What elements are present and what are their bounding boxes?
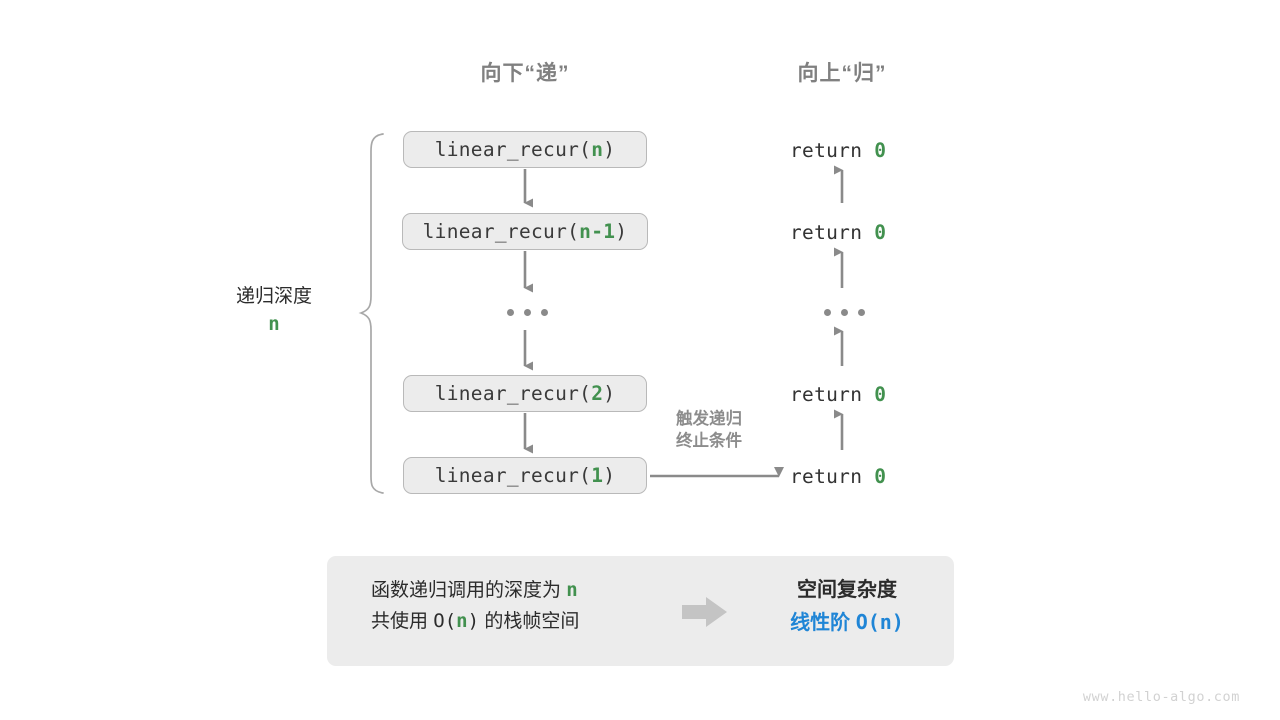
call-frame-suffix: ) bbox=[603, 138, 616, 161]
call-frame-box[interactable]: linear_recur(n-1) bbox=[402, 213, 648, 250]
return-statement: return 0 bbox=[790, 221, 886, 244]
ellipsis-dot bbox=[841, 309, 848, 316]
call-frame-arg: n bbox=[591, 138, 604, 161]
summary-line-2-text: 共使用 bbox=[371, 611, 434, 633]
call-frame-box[interactable]: linear_recur(2) bbox=[403, 375, 647, 412]
call-frame-arg: 2 bbox=[591, 382, 604, 405]
call-frame-box[interactable]: linear_recur(n) bbox=[403, 131, 647, 168]
return-statement: return 0 bbox=[790, 383, 886, 406]
return-value: 0 bbox=[874, 221, 887, 244]
summary-line-1-var: n bbox=[566, 579, 578, 601]
implies-arrow-icon bbox=[682, 597, 727, 627]
ellipsis-dot bbox=[824, 309, 831, 316]
termination-note: 触发递归 终止条件 bbox=[676, 408, 742, 453]
return-keyword: return bbox=[790, 383, 863, 406]
return-value: 0 bbox=[874, 465, 887, 488]
ellipsis-dot bbox=[524, 309, 531, 316]
ellipsis-dot bbox=[507, 309, 514, 316]
recursion-depth-label: 递归深度 n bbox=[236, 283, 312, 338]
watermark: www.hello-algo.com bbox=[1082, 689, 1240, 705]
return-statement: return 0 bbox=[790, 465, 886, 488]
summary-line-2: 共使用 O(n) 的栈帧空间 bbox=[371, 606, 579, 637]
summary-line-1-text: 函数递归调用的深度为 bbox=[371, 580, 567, 601]
call-frame-prefix: linear_recur( bbox=[434, 464, 592, 487]
summary-result: 空间复杂度 线性阶 O(n) bbox=[747, 574, 947, 639]
summary-description: 函数递归调用的深度为 n 共使用 O(n) 的栈帧空间 bbox=[371, 575, 579, 638]
return-keyword: return bbox=[790, 139, 863, 162]
summary-panel: 函数递归调用的深度为 n 共使用 O(n) 的栈帧空间 空间复杂度 线性阶 O(… bbox=[327, 556, 954, 666]
column-header-descend: 向下“递” bbox=[480, 62, 570, 85]
summary-line-2-o: O( bbox=[433, 610, 457, 633]
summary-line-2-var: n bbox=[456, 610, 468, 633]
return-keyword: return bbox=[790, 221, 863, 244]
return-value: 0 bbox=[874, 383, 887, 406]
recursion-depth-value: n bbox=[268, 312, 280, 335]
column-header-ascend: 向上“归” bbox=[797, 62, 887, 85]
call-frame-suffix: ) bbox=[603, 382, 616, 405]
ellipsis-dot bbox=[541, 309, 548, 316]
return-value: 0 bbox=[874, 139, 887, 162]
return-statement: return 0 bbox=[790, 139, 886, 162]
summary-result-order: 线性阶 bbox=[790, 612, 851, 634]
summary-result-value: 线性阶 O(n) bbox=[747, 606, 947, 639]
call-frame-prefix: linear_recur( bbox=[434, 138, 592, 161]
call-frame-arg: n-1 bbox=[579, 220, 616, 243]
termination-note-line1: 触发递归 bbox=[676, 410, 742, 428]
recursion-depth-text: 递归深度 bbox=[235, 286, 313, 307]
ellipsis-dot bbox=[858, 309, 865, 316]
call-frame-arg: 1 bbox=[591, 464, 604, 487]
return-keyword: return bbox=[790, 465, 863, 488]
summary-result-title: 空间复杂度 bbox=[797, 579, 897, 601]
call-frame-suffix: ) bbox=[615, 220, 628, 243]
call-frame-suffix: ) bbox=[603, 464, 616, 487]
call-frame-prefix: linear_recur( bbox=[434, 382, 592, 405]
summary-line-2-paren: ) bbox=[467, 610, 480, 633]
call-frame-box[interactable]: linear_recur(1) bbox=[403, 457, 647, 494]
ellipsis-left bbox=[507, 309, 548, 316]
termination-note-line2: 终止条件 bbox=[676, 432, 742, 451]
summary-line-2-tail: 的栈帧空间 bbox=[479, 611, 580, 633]
summary-result-bigo: O(n) bbox=[855, 610, 904, 634]
summary-line-1: 函数递归调用的深度为 n bbox=[371, 575, 579, 606]
ellipsis-right bbox=[824, 309, 865, 316]
call-frame-prefix: linear_recur( bbox=[422, 220, 580, 243]
recursion-depth-brace bbox=[358, 133, 384, 494]
